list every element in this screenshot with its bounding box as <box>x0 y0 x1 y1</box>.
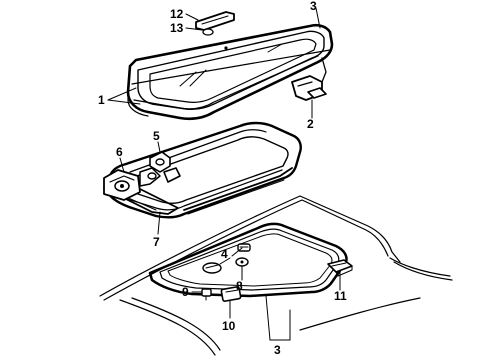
callout-10: 10 <box>222 319 236 333</box>
glass-panel <box>126 11 334 121</box>
bracket-11 <box>327 259 353 277</box>
callouts: 12 13 3 1 2 5 6 7 4 8 9 10 11 3 <box>98 0 347 357</box>
callout-2: 2 <box>307 117 314 131</box>
callout-12: 12 <box>170 7 184 21</box>
drive-motor <box>103 167 161 201</box>
callout-13: 13 <box>170 21 184 35</box>
callout-3-bottom: 3 <box>274 343 281 357</box>
callout-3-top: 3 <box>310 0 317 13</box>
bracket-5 <box>149 151 181 183</box>
callout-7: 7 <box>153 235 160 249</box>
roof-panel <box>99 195 453 356</box>
block-10 <box>220 286 242 302</box>
sunroof-frame <box>103 121 302 219</box>
callout-1: 1 <box>98 93 105 107</box>
leader-lines <box>107 7 341 341</box>
callout-6: 6 <box>116 145 123 159</box>
callout-5: 5 <box>153 129 160 143</box>
mounting-bracket <box>291 57 327 101</box>
callout-8: 8 <box>236 279 243 293</box>
roof-opening-seal <box>148 222 348 298</box>
bolt-9 <box>201 288 212 301</box>
callout-4: 4 <box>221 247 228 261</box>
callout-9: 9 <box>182 285 189 299</box>
callout-11: 11 <box>334 289 347 303</box>
